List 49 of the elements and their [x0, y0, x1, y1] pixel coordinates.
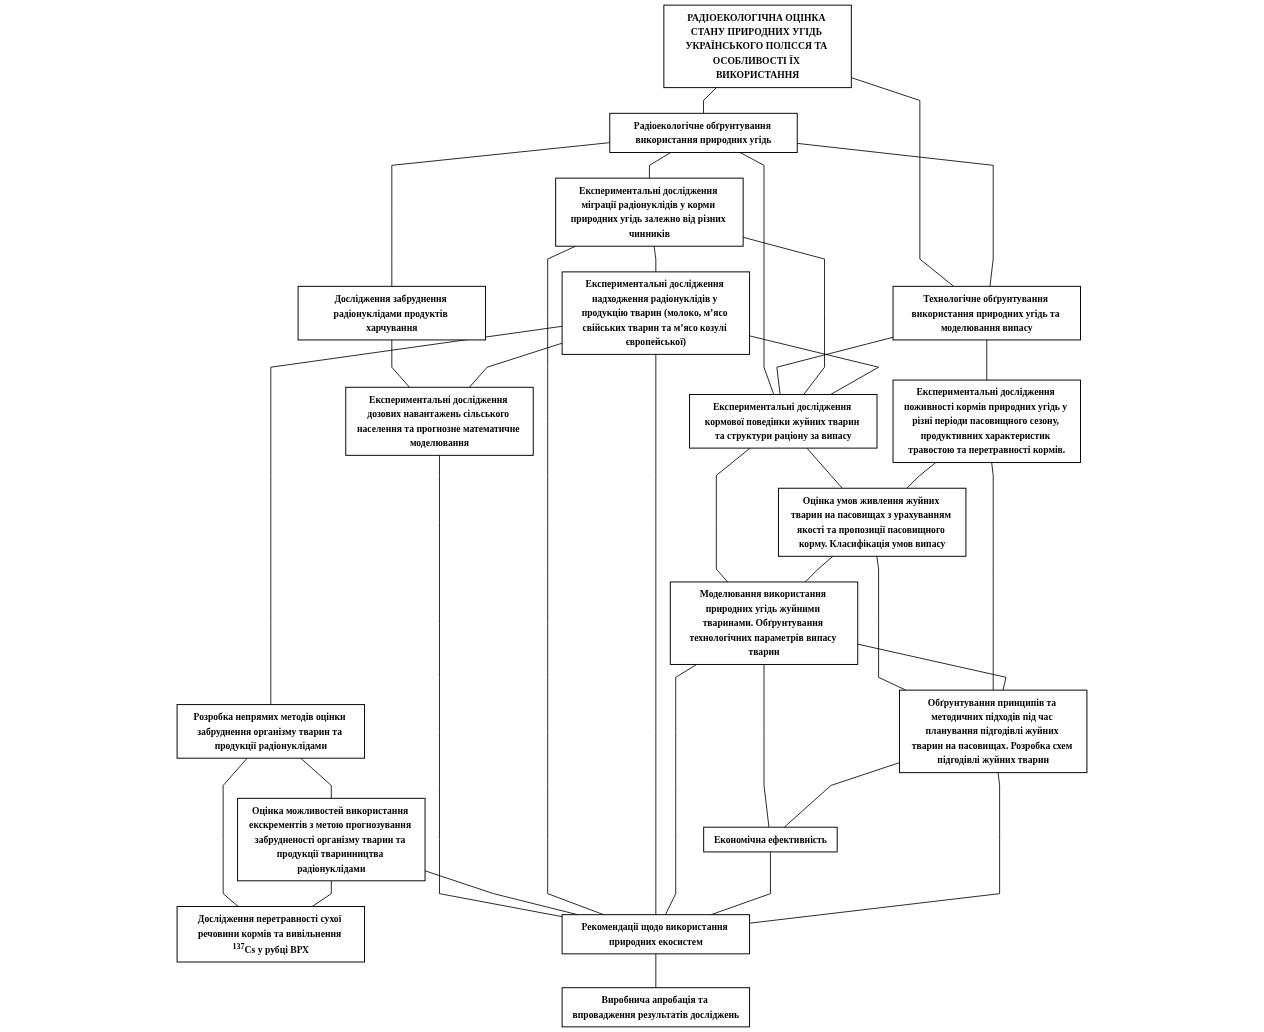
- node-box: Оцінка можливостей використання екскрементів з метою прогнозування забрудненості організму тварин та продукції тваринництва радіонуклідами: [237, 797, 426, 882]
- connector: [222, 757, 248, 907]
- node-box: РАДІОЕКОЛОГІЧНА ОЦІНКА СТАНУ ПРИРОДНИХ УГІДЬ УКРАЇНСЬКОГО ПОЛІССЯ ТА ОСОБЛИВОСТІ ЇХ ВИКОРИСТАННЯ: [663, 4, 852, 89]
- connector: [850, 77, 955, 287]
- connector: [763, 664, 770, 828]
- connector: [806, 447, 843, 489]
- node-box: Експериментальні дослідження надходження радіонуклідів у продукцію тварин (молоко, м’ясо свійських тварин та м’ясо козулі європейської): [561, 271, 751, 355]
- connector: [311, 880, 332, 907]
- connector: [391, 142, 611, 287]
- connector: [804, 555, 834, 583]
- node-box: Оцінка умов живлення жуйних тварин на пасовищах з урахуванням якості та пропозиції пасовищного корму. Класифікація умов випасу: [777, 487, 967, 557]
- connector: [703, 87, 717, 114]
- node-box: Експериментальні дослідження поживності кормів природних угідь у різні періоди пасовищного сезону, продуктивних характеристик травостою та перетравності кормів.: [892, 379, 1081, 464]
- node-box: Розробка непрямих методів оцінки забруднення організму тварин та продукції радіонуклідами: [176, 704, 365, 759]
- node-box: Моделювання використання природних угідь жуйними тваринами. Обґрунтування технологічних параметрів випасу тварин: [669, 581, 859, 665]
- connector: [906, 462, 937, 489]
- connector: [857, 643, 1007, 691]
- connector: [986, 339, 988, 381]
- connector: [749, 772, 1001, 924]
- node-box: Експериментальні дослідження міграції радіонуклідів у корми природних угідь залежно від різних чинників: [555, 177, 744, 247]
- connector: [991, 462, 994, 691]
- connector: [742, 236, 825, 395]
- connector: [655, 353, 657, 916]
- node-box: Радіоекологічне обґрунтування використання природних угідь: [609, 112, 798, 153]
- connector: [739, 152, 775, 395]
- connector: [655, 953, 657, 989]
- connector: [776, 336, 894, 395]
- connector: [749, 335, 879, 395]
- node-box: Рекомендації щодо використання природних екосистем: [561, 914, 751, 955]
- connector: [715, 447, 751, 583]
- node-box: Економічна ефективність: [703, 826, 838, 853]
- connector: [270, 325, 563, 705]
- connector: [300, 757, 332, 799]
- connector: [391, 339, 410, 388]
- connector: [469, 342, 563, 388]
- node-box: Обґрунтування принципів та методичних підходів під час планування підгодівлі жуйних тварин на пасовищах. Розробка схем підгодівлі жуйних тварин: [899, 689, 1088, 774]
- connector: [439, 454, 563, 918]
- connector: [783, 762, 900, 828]
- node-box: Експериментальні дослідження кормової поведінки жуйних тварин та структури раціону за випасу: [689, 394, 878, 449]
- connector: [796, 142, 994, 287]
- node-box: Дослідження перетравності сухої речовини кормів та вивільнення $^{137}$Cs у рубці ВРХ: [176, 906, 365, 963]
- connector: [653, 245, 657, 273]
- node-box: Технологічне обґрунтування використання природних угідь та моделювання випасу: [892, 285, 1081, 341]
- connector: [876, 555, 907, 691]
- node-box: Дослідження забруднення радіонуклідами продуктів харчування: [297, 285, 487, 341]
- node-box: Виробнича апробація та впровадження результатів досліджень: [561, 987, 751, 1028]
- connector: [665, 664, 698, 916]
- node-box: Експериментальні дослідження дозових навантажень сільського населення та прогнозне математичне моделювання: [345, 386, 534, 456]
- connector: [649, 152, 672, 179]
